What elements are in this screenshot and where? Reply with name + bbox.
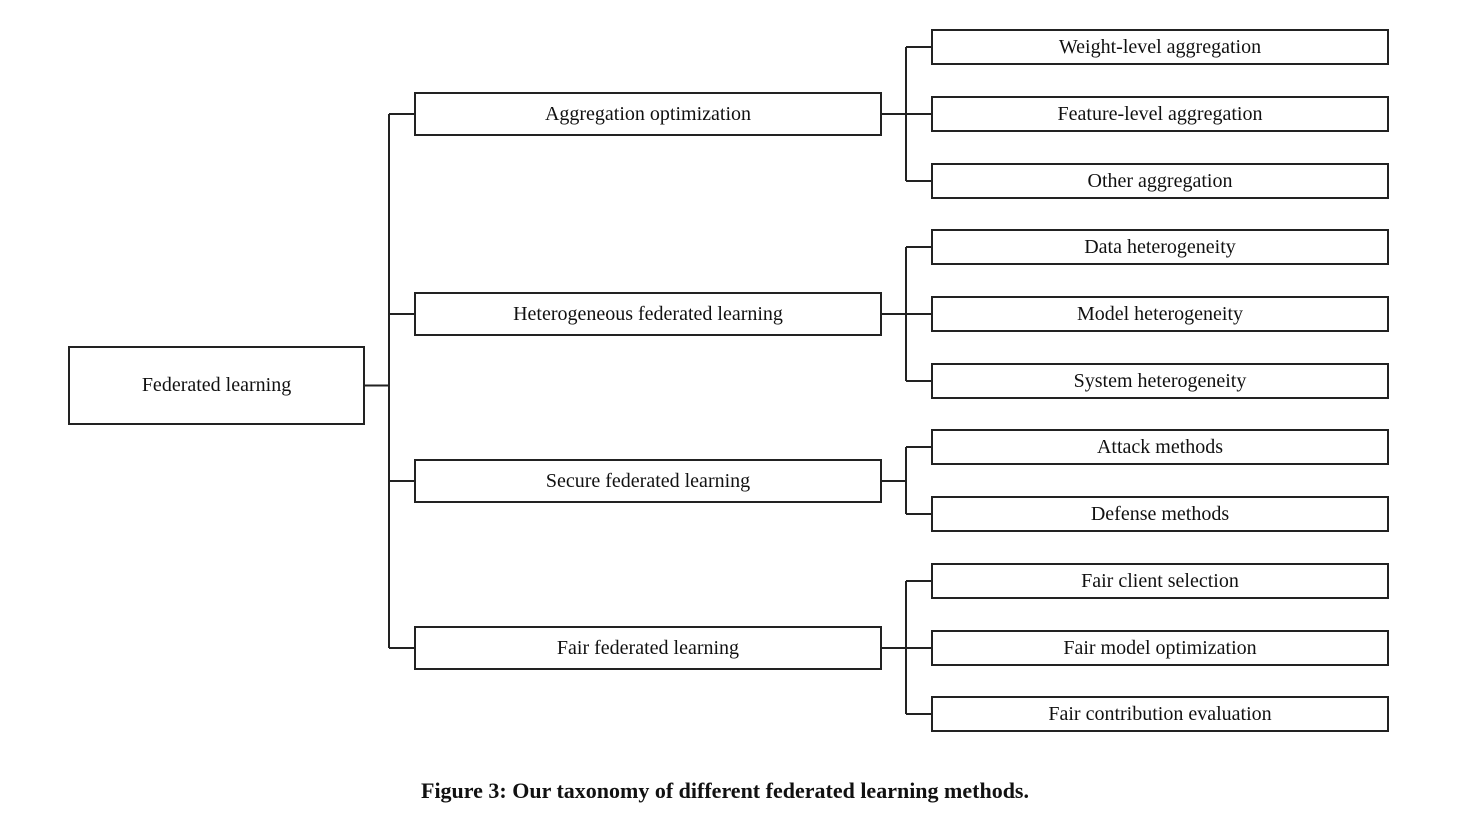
leaf-node: Weight-level aggregation — [931, 29, 1389, 65]
leaf-node: Feature-level aggregation — [931, 96, 1389, 132]
category-node: Secure federated learning — [414, 459, 882, 503]
category-node: Aggregation optimization — [414, 92, 882, 136]
category-node: Fair federated learning — [414, 626, 882, 670]
leaf-node: Data heterogeneity — [931, 229, 1389, 265]
category-node: Heterogeneous federated learning — [414, 292, 882, 336]
leaf-node: Attack methods — [931, 429, 1389, 465]
taxonomy-diagram: Federated learning Aggregation optimizat… — [68, 29, 1389, 732]
leaf-node: Model heterogeneity — [931, 296, 1389, 332]
leaf-node: Fair model optimization — [931, 630, 1389, 666]
figure-caption: Figure 3: Our taxonomy of different fede… — [421, 778, 1029, 803]
leaf-node: System heterogeneity — [931, 363, 1389, 399]
connector-lines — [365, 46, 931, 715]
leaf-node: Fair client selection — [931, 563, 1389, 599]
leaf-node: Defense methods — [931, 496, 1389, 532]
root-node: Federated learning — [68, 346, 365, 425]
leaf-node: Fair contribution evaluation — [931, 696, 1389, 732]
leaf-node: Other aggregation — [931, 163, 1389, 199]
